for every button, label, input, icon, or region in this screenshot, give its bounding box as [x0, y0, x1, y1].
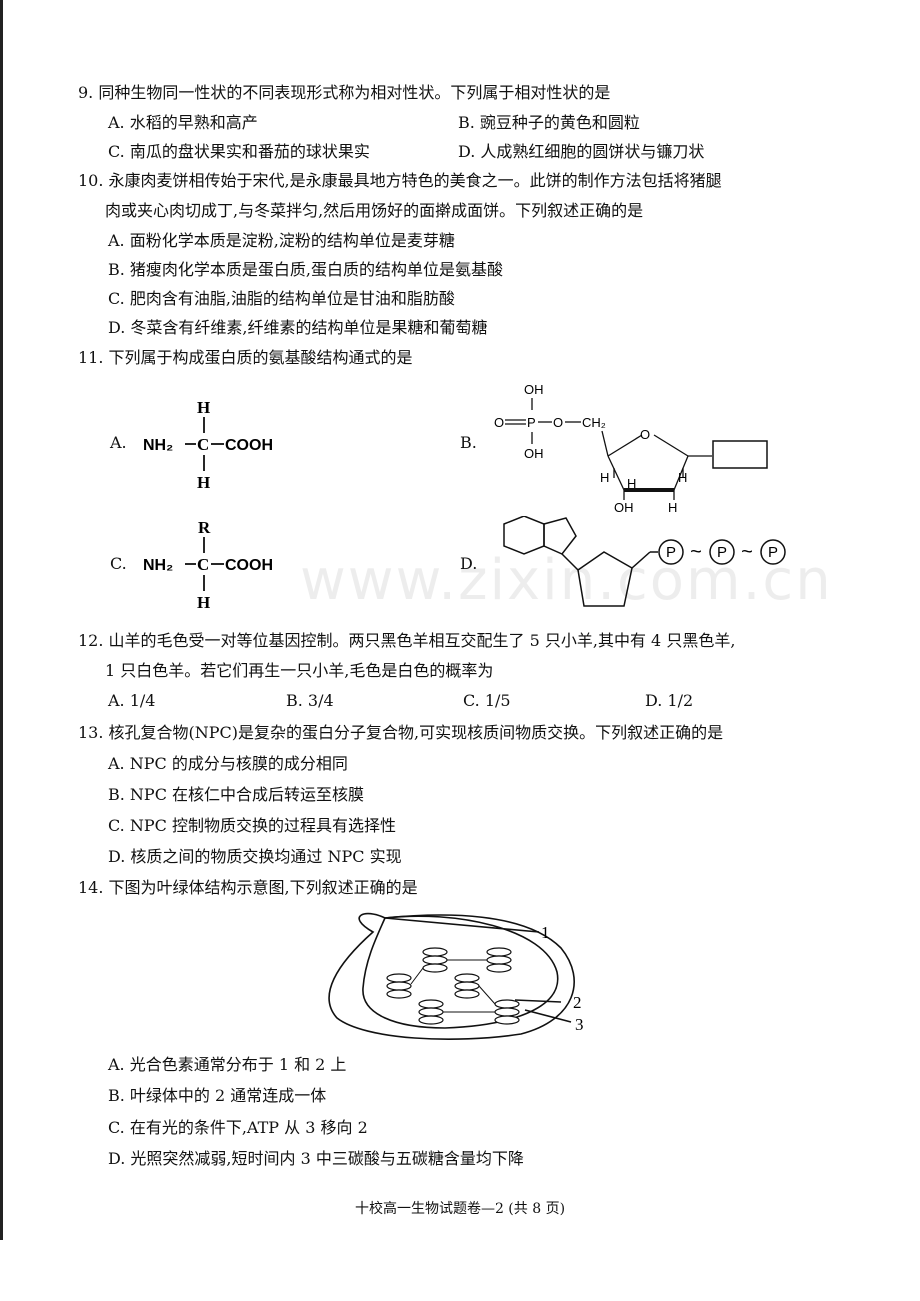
q10-stem-line2: 肉或夹心肉切成丁,与冬菜拌匀,然后用饧好的面擀成面饼。下列叙述正确的是 [105, 201, 644, 220]
figd-pentagon-small [543, 517, 577, 555]
q11-label-c: C. [110, 554, 127, 573]
figd-bond-1: ~ [690, 541, 702, 563]
q14-option-c: C. 在有光的条件下,ATP 从 3 移向 2 [108, 1118, 368, 1137]
watermark: www.zixin.com.cn [300, 548, 833, 613]
figb-h1: H [600, 470, 609, 485]
q9-stem: 9. 同种生物同一性状的不同表现形式称为相对性状。下列属于相对性状的是 [78, 83, 611, 102]
figa-top-h: H [197, 398, 210, 417]
q14-option-a: A. 光合色素通常分布于 1 和 2 上 [108, 1055, 347, 1074]
q12-stem-line1: 12. 山羊的毛色受一对等位基因控制。两只黑色羊相互交配生了 5 只小羊,其中有… [78, 631, 736, 650]
q13-option-a: A. NPC 的成分与核膜的成分相同 [108, 754, 348, 773]
figb-o-ester: O [553, 415, 563, 430]
q11-figure-d: P ~ P ~ P [503, 516, 786, 607]
figb-h4: H [668, 500, 677, 515]
q10-option-b: B. 猪瘦肉化学本质是蛋白质,蛋白质的结构单位是氨基酸 [108, 260, 504, 279]
q13-option-d: D. 核质之间的物质交换均通过 NPC 实现 [108, 847, 402, 866]
q11-figure-a: H NH₂ C COOH H [143, 398, 273, 492]
q12-stem-line2: 1 只白色羊。若它们再生一只小羊,毛色是白色的概率为 [105, 661, 494, 680]
q11-figure-b: OH O P O CH₂ OH O H H [494, 382, 768, 515]
q11-stem: 11. 下列属于构成蛋白质的氨基酸结构通式的是 [78, 348, 413, 367]
label-3: 3 [575, 1015, 584, 1034]
q14-chloroplast-figure: 1 2 3 [328, 912, 584, 1040]
figb-ring-oxygen: O [640, 427, 650, 442]
figd-bond-2: ~ [741, 541, 753, 563]
figb-ch2: CH₂ [582, 415, 606, 430]
q11-label-d: D. [460, 554, 478, 573]
figd-phosphate-2 [709, 539, 735, 565]
figa-amino-group: NH₂ [143, 437, 173, 454]
q14-option-b: B. 叶绿体中的 2 通常连成一体 [108, 1086, 327, 1105]
figa-bottom-h: H [197, 473, 210, 492]
figb-h3: H [627, 476, 636, 491]
label-2: 2 [573, 993, 582, 1012]
figd-p1-label: P [666, 544, 676, 561]
figb-phosphorus: P [527, 415, 536, 430]
figc-amino-group: NH₂ [143, 557, 173, 574]
figb-o-double: O [494, 415, 504, 430]
figb-base-box [712, 440, 768, 469]
figa-carboxyl-group: COOH [225, 437, 273, 454]
scan-edge [0, 0, 3, 1240]
q9-option-d: D. 人成熟红细胞的圆饼状与镰刀状 [458, 142, 705, 161]
figb-oh-ring: OH [614, 500, 634, 515]
figc-bottom-h: H [197, 593, 210, 612]
q10-option-c: C. 肥肉含有油脂,油脂的结构单位是甘油和脂肪酸 [108, 289, 455, 308]
label-1: 1 [541, 923, 550, 942]
figd-phosphate-1 [658, 539, 684, 565]
q10-option-d: D. 冬菜含有纤维素,纤维素的结构单位是果糖和葡萄糖 [108, 318, 488, 337]
figb-oh-top: OH [524, 382, 544, 397]
q11-label-b: B. [460, 433, 477, 452]
q13-stem: 13. 核孔复合物(NPC)是复杂的蛋白分子复合物,可实现核质间物质交换。下列叙… [78, 723, 724, 742]
q9-option-c: C. 南瓜的盘状果实和番茄的球状果实 [108, 142, 370, 161]
q14-option-d: D. 光照突然减弱,短时间内 3 中三碳酸与五碳糖含量均下降 [108, 1149, 524, 1168]
figb-oh-bottom: OH [524, 446, 544, 461]
q12-option-a: A. 1/4 [108, 691, 156, 710]
figd-p3-label: P [768, 544, 778, 561]
figb-h2: H [678, 470, 687, 485]
q10-stem-line1: 10. 永康肉麦饼相传始于宋代,是永康最具地方特色的美食之一。此饼的制作方法包括… [78, 171, 722, 190]
q12-option-b: B. 3/4 [286, 691, 334, 710]
q9-option-b: B. 豌豆种子的黄色和圆粒 [458, 113, 640, 132]
page-footer: 十校高一生物试题卷—2 (共 8 页) [354, 1201, 566, 1217]
q12-option-c: C. 1/5 [463, 691, 511, 710]
figd-pentagon-large [577, 551, 633, 607]
q13-option-c: C. NPC 控制物质交换的过程具有选择性 [108, 816, 396, 835]
figc-carboxyl-group: COOH [225, 557, 273, 574]
q14-stem: 14. 下图为叶绿体结构示意图,下列叙述正确的是 [78, 878, 418, 897]
figd-hexagon [503, 516, 545, 555]
q11-label-a: A. [110, 433, 127, 452]
figc-alpha-carbon: C [197, 555, 209, 574]
figc-r-group: R [198, 518, 211, 537]
q13-option-b: B. NPC 在核仁中合成后转运至核膜 [108, 785, 365, 804]
figa-alpha-carbon: C [197, 435, 209, 454]
figd-p2-label: P [717, 544, 727, 561]
q12-option-d: D. 1/2 [645, 691, 694, 710]
figd-phosphate-3 [760, 539, 786, 565]
grana [386, 947, 520, 1025]
q11-figure-c: R NH₂ C COOH H [143, 518, 273, 612]
q9-option-a: A. 水稻的早熟和高产 [108, 113, 258, 132]
q10-option-a: A. 面粉化学本质是淀粉,淀粉的结构单位是麦芽糖 [108, 231, 455, 250]
